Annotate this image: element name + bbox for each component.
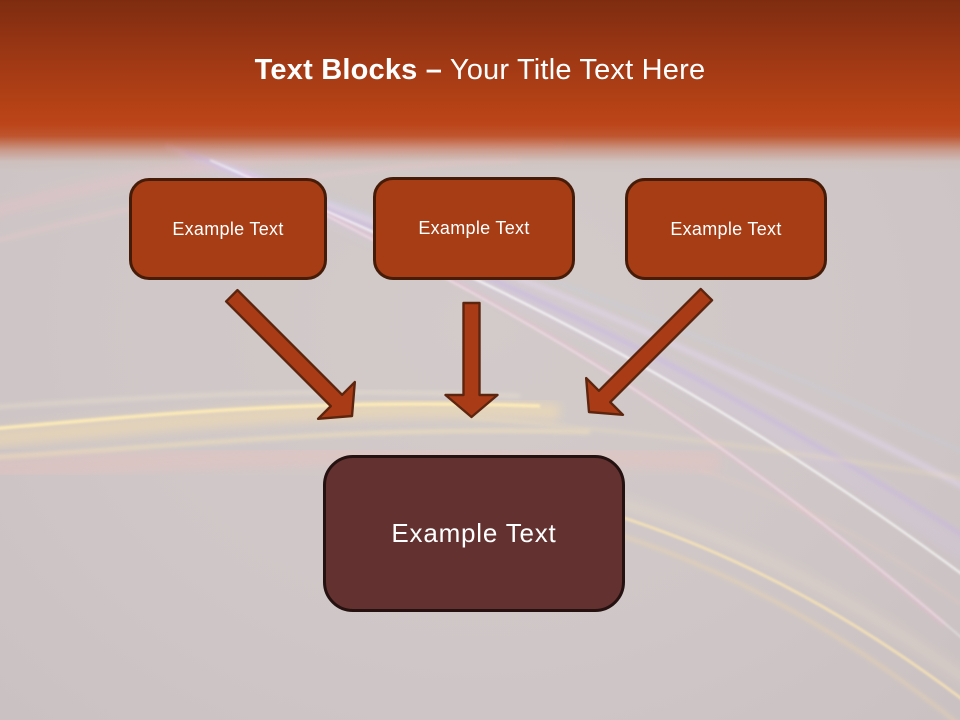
arrow-down-icon	[444, 301, 499, 419]
top-text-block-3: Example Text	[625, 178, 827, 280]
slide-title-bold: Text Blocks –	[254, 54, 443, 86]
bottom-text-block: Example Text	[323, 455, 625, 612]
bottom-text-block-label: Example Text	[391, 518, 557, 548]
top-text-block-2-label: Example Text	[418, 218, 530, 238]
arrow-down-right-icon	[224, 288, 357, 421]
slide-title: Text Blocks – Your Title Text Here	[0, 54, 960, 87]
arrow-down-left-icon	[584, 287, 714, 417]
top-text-block-2: Example Text	[373, 177, 575, 280]
top-text-block-3-label: Example Text	[670, 218, 782, 239]
top-text-block-1: Example Text	[129, 178, 327, 280]
slide-title-regular: Your Title Text Here	[442, 54, 706, 86]
top-text-block-1-label: Example Text	[172, 218, 284, 239]
